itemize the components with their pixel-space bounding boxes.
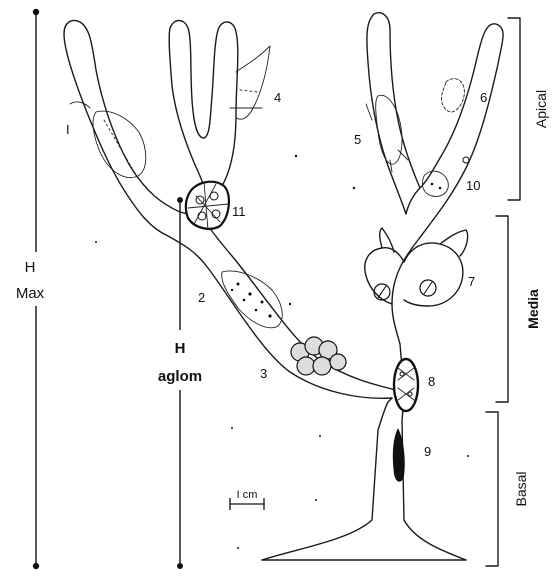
number-9: 9 — [424, 444, 431, 459]
colony-11 — [186, 182, 229, 230]
section-media-label: Media — [525, 289, 541, 329]
section-basal-label: Basal — [513, 471, 529, 506]
h-aglom-measure: H aglom — [148, 197, 214, 569]
scale-label: I cm — [237, 489, 258, 501]
h-aglom-label-h: H — [175, 340, 186, 357]
bracket-basal: Basal — [486, 412, 529, 566]
section-apical-label: Apical — [533, 90, 549, 128]
number-6: 6 — [480, 90, 487, 105]
h-aglom-label-aglom: aglom — [158, 368, 202, 385]
structure-7 — [374, 280, 436, 300]
number-10: 10 — [466, 178, 480, 193]
bracket-apical: Apical — [508, 18, 549, 200]
number-7: 7 — [468, 274, 475, 289]
sponge-outline — [64, 13, 503, 560]
number-8: 8 — [428, 374, 435, 389]
feature-numbers: I 2 3 4 5 6 7 8 9 10 11 — [66, 90, 487, 459]
number-2: 2 — [198, 290, 205, 305]
bracket-media: Media — [496, 216, 541, 402]
h-max-label-max: Max — [16, 285, 45, 302]
colony-3 — [291, 337, 346, 375]
h-max-label-h: H — [25, 259, 36, 276]
number-5: 5 — [354, 132, 361, 147]
epibiont-1 — [70, 102, 146, 178]
h-max-measure: H Max — [10, 9, 58, 569]
number-4: 4 — [274, 90, 281, 105]
number-1: I — [66, 122, 70, 137]
number-11: 11 — [232, 204, 246, 219]
epibiont-4 — [230, 46, 270, 119]
number-3: 3 — [260, 366, 267, 381]
epibiont-6 — [441, 79, 464, 112]
scale-bar: I cm — [230, 489, 264, 510]
colony-8 — [394, 359, 418, 411]
